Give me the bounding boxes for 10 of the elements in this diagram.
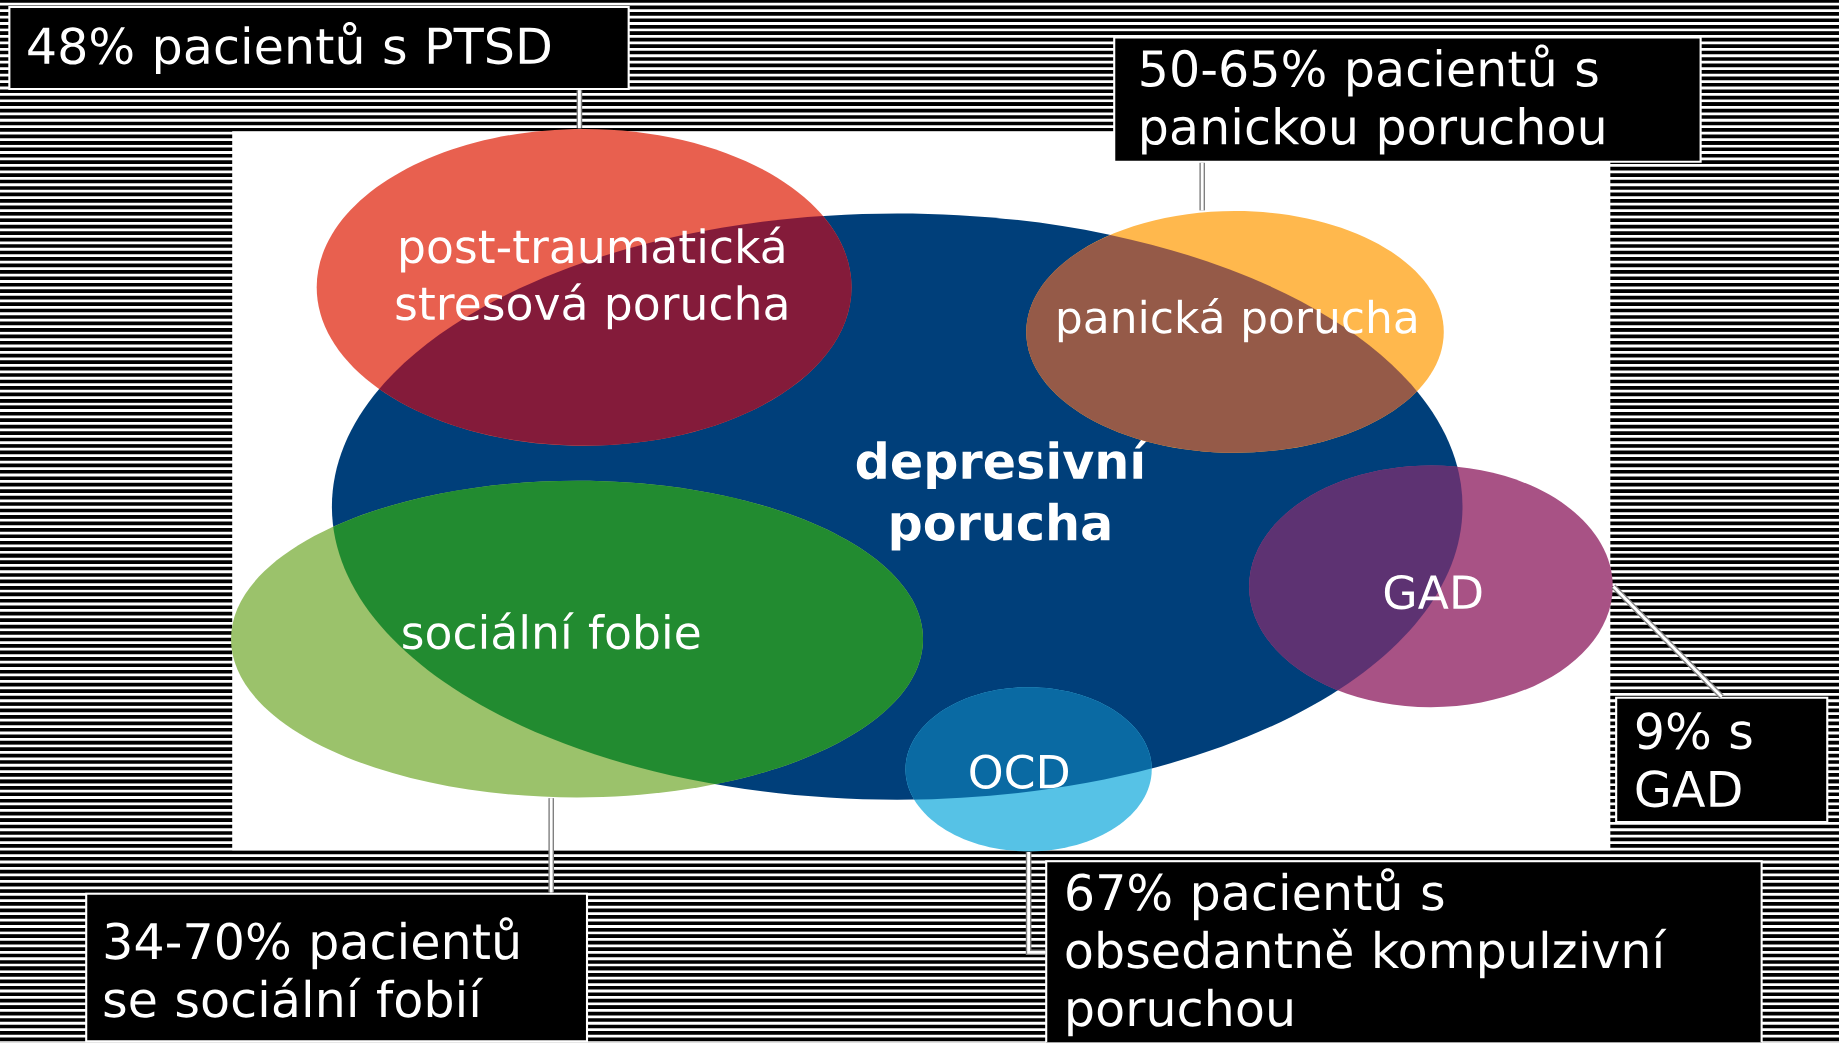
callout-box: 67% pacientů s obsedantně kompulzivní poruchou [1045,860,1763,1043]
callout-box: 9% s GAD [1615,696,1829,824]
leader-line [548,798,554,893]
leader-line [576,90,583,129]
leader-line [1611,584,1724,699]
callout-box: 48% pacientů s PTSD [8,6,630,91]
leader-line [1199,163,1206,211]
callout-box: 50-65% pacientů s panickou poruchou [1113,36,1702,163]
callout-box: 34-70% pacientů se sociální fobií [85,892,589,1043]
leader-line [1025,852,1046,956]
